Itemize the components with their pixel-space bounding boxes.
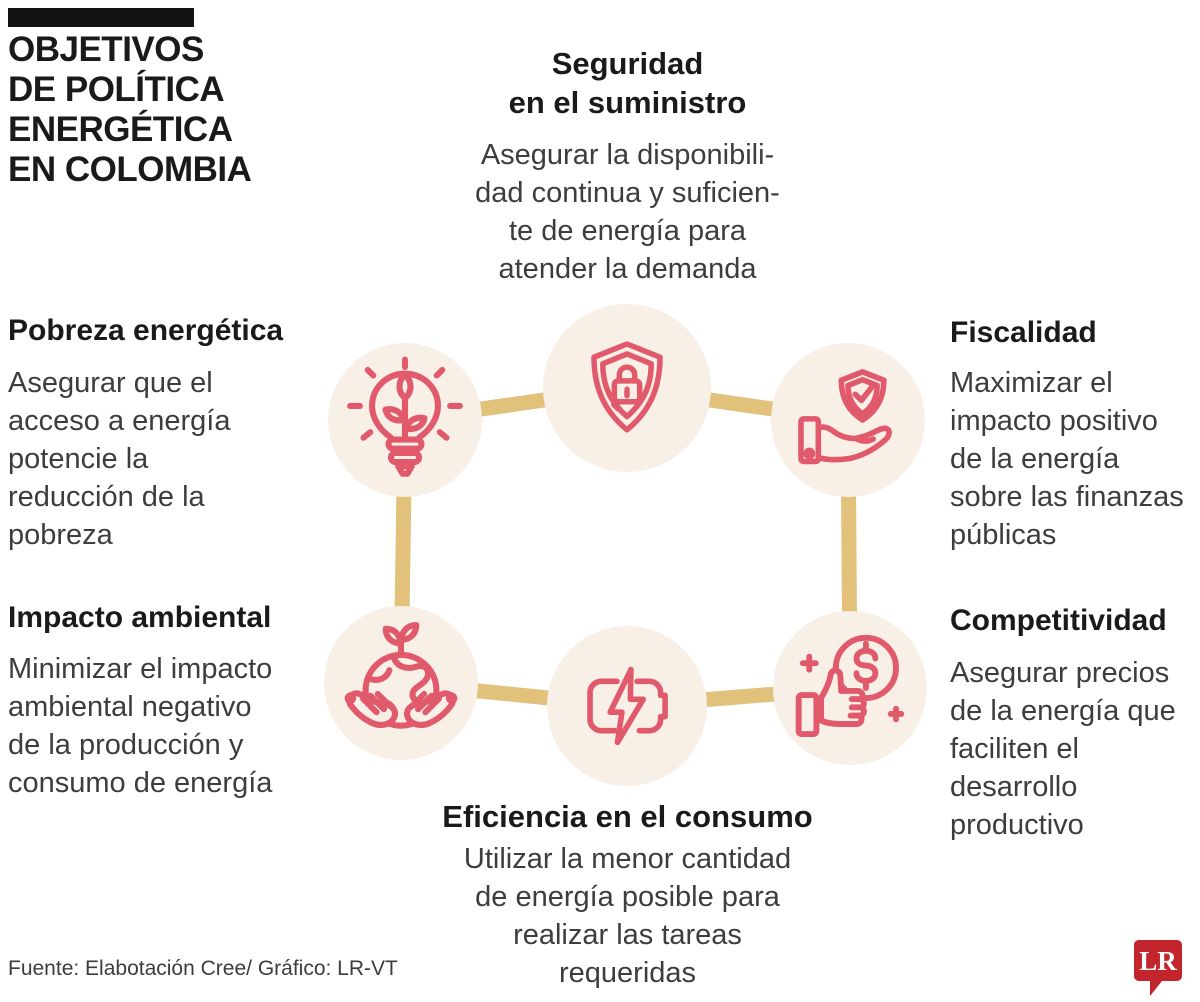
title-accent-bar (8, 8, 194, 27)
circle-competitividad (773, 611, 927, 765)
impacto-description: Minimizar el impacto ambiental negativo … (8, 653, 273, 799)
pobreza-description: Asegurar que el acceso a energía potenci… (8, 367, 231, 551)
seguridad-title: Seguridad en el suministro (508, 46, 747, 120)
thumbs-up-dollar-icon (795, 634, 905, 737)
lightbulb-plant-icon (347, 356, 463, 477)
pobreza-title: Pobreza energética (8, 314, 284, 347)
impacto-title: Impacto ambiental (8, 601, 272, 634)
fiscalidad-description: Maximizar el impacto positivo de la ener… (950, 367, 1184, 551)
shield-lock-icon (591, 341, 663, 433)
eficiencia-title: Eficiencia en el consumo (442, 799, 813, 834)
seguridad-description: Asegurar la disponibili- dad continua y … (475, 139, 780, 285)
lr-logo: LR (1134, 940, 1182, 996)
fiscalidad-title: Fiscalidad (950, 316, 1097, 349)
eficiencia-description: Utilizar la menor cantidad de energía po… (463, 843, 792, 989)
circle-impacto (324, 606, 478, 760)
infographic-title: OBJETIVOS DE POLÍTICA ENERGÉTICA EN COLO… (8, 30, 252, 189)
hand-shield-check-icon (798, 369, 892, 465)
earth-hands-icon (344, 622, 458, 729)
logo-speech-bubble (1134, 940, 1182, 996)
battery-bolt-icon (587, 666, 668, 746)
logo-text: LR (1139, 946, 1177, 976)
competitividad-title: Competitividad (950, 604, 1167, 637)
competitividad-description: Asegurar precios de la energía que facil… (950, 657, 1176, 841)
circle-fiscalidad (771, 343, 925, 497)
source-credit: Fuente: Elabotación Cree/ Gráfico: LR-VT (8, 957, 398, 980)
